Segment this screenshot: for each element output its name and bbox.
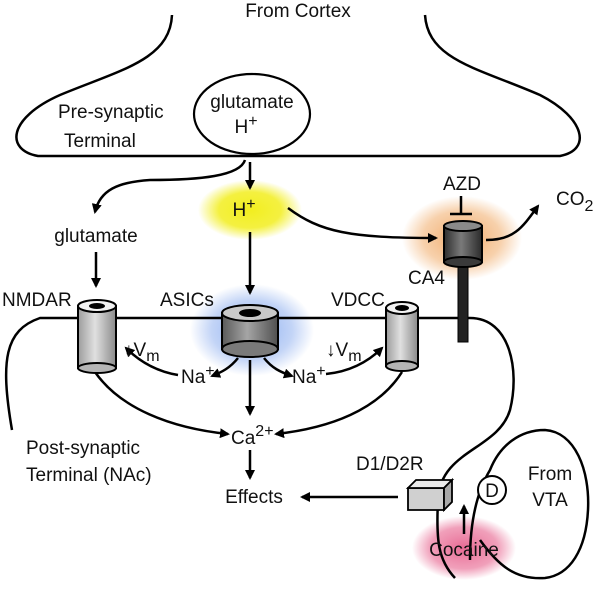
arrows bbox=[91, 159, 540, 534]
label-vdcc: VDCC bbox=[331, 290, 385, 311]
label-nmdar: NMDAR bbox=[2, 290, 72, 311]
label-vesicle-proton: H+ bbox=[234, 113, 257, 138]
label-proton: H+ bbox=[232, 196, 255, 221]
arrow-vdcc-to-ca bbox=[274, 371, 404, 439]
label-dopamine: D bbox=[485, 481, 499, 502]
label-from-vta-1: From bbox=[528, 464, 572, 485]
vdcc-channel-icon bbox=[385, 301, 419, 372]
label-pre-terminal: Terminal bbox=[64, 131, 136, 152]
label-calcium: Ca2+ bbox=[231, 423, 274, 449]
label-vesicle-glutamate: glutamate bbox=[210, 92, 293, 113]
label-azd: AZD bbox=[443, 174, 481, 195]
arrow-na-to-vm-left bbox=[124, 346, 179, 377]
dopamine-circle bbox=[477, 475, 507, 505]
nmdar-channel-icon bbox=[77, 299, 117, 374]
vesicle bbox=[192, 72, 312, 156]
label-vm-left: ↓Vm bbox=[124, 340, 160, 365]
asics-channel-icon bbox=[221, 304, 279, 358]
arrow-na-to-vm-right bbox=[325, 346, 384, 376]
label-d1d2r: D1/D2R bbox=[356, 454, 424, 475]
label-na-left: Na+ bbox=[181, 363, 215, 388]
proton-glow bbox=[198, 180, 302, 240]
arrow-asics-to-na-left bbox=[210, 357, 239, 378]
label-pre-synaptic: Pre-synaptic bbox=[58, 102, 164, 123]
label-from-vta-2: VTA bbox=[532, 490, 568, 511]
label-glutamate: glutamate bbox=[54, 226, 137, 247]
arrow-nmdar-to-ca bbox=[93, 371, 230, 439]
label-vm-right: ↓Vm bbox=[326, 340, 362, 365]
label-cocaine: Cocaine bbox=[429, 540, 499, 561]
label-effects: Effects bbox=[225, 487, 283, 508]
arrow-asics-to-na-right bbox=[263, 357, 294, 379]
label-co2: CO2 bbox=[556, 189, 594, 215]
arrow-presyn-to-glutamate bbox=[91, 159, 247, 214]
label-post-synaptic: Post-synaptic bbox=[26, 438, 140, 459]
arrow-proton-to-ca4 bbox=[287, 206, 438, 243]
postsynaptic-terminal-outline bbox=[4, 316, 515, 579]
label-post-terminal: Terminal (NAc) bbox=[26, 465, 152, 486]
label-from-cortex: From Cortex bbox=[245, 1, 351, 22]
label-ca4: CA4 bbox=[408, 268, 445, 289]
d1d2r-receptor-icon bbox=[405, 477, 455, 513]
arrow-ca4-to-co2 bbox=[485, 204, 540, 242]
ca4-enzyme-icon bbox=[443, 220, 483, 343]
presynaptic-terminal-outline bbox=[15, 14, 581, 158]
label-asics: ASICs bbox=[160, 290, 214, 311]
label-na-right: Na+ bbox=[292, 363, 326, 388]
